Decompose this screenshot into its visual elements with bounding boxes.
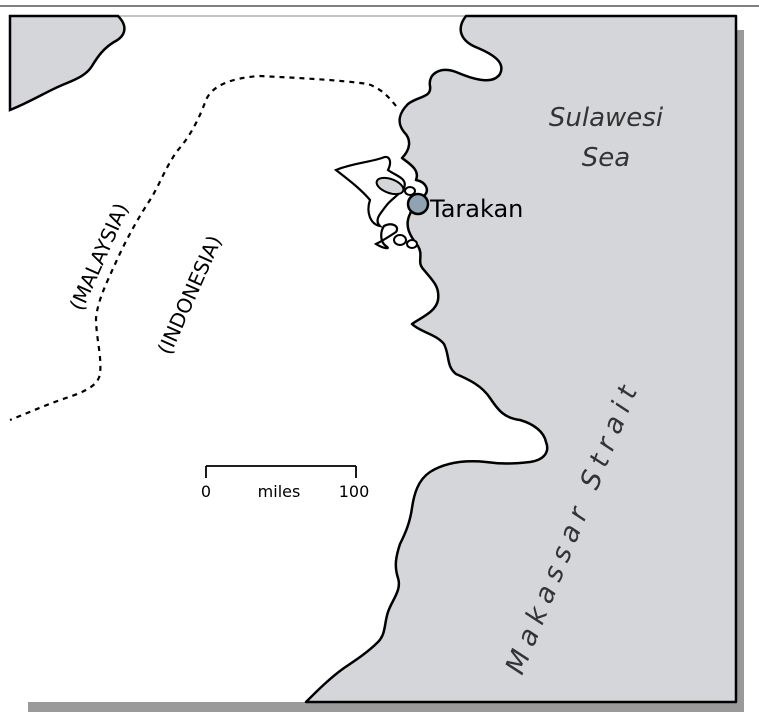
islet-1 xyxy=(393,234,407,246)
islet-3 xyxy=(404,186,416,196)
channel-inner xyxy=(375,176,405,196)
scale-bar: 0 miles 100 xyxy=(201,465,370,501)
island-lower xyxy=(373,223,399,250)
scale-unit-label: miles xyxy=(258,482,301,501)
scale-start-label: 0 xyxy=(201,482,211,501)
city-marker-tarakan[interactable] xyxy=(406,192,430,216)
sea-top-left xyxy=(8,14,126,112)
city-label-tarakan: Tarakan xyxy=(429,195,523,223)
sea-label-line2: Sea xyxy=(582,143,630,173)
scale-end-label: 100 xyxy=(339,482,370,501)
sea-label-line1: Sulawesi xyxy=(549,103,664,133)
border-dashed xyxy=(9,74,397,422)
islet-2 xyxy=(406,239,418,249)
island-main xyxy=(333,155,406,228)
sea-area xyxy=(304,14,738,704)
